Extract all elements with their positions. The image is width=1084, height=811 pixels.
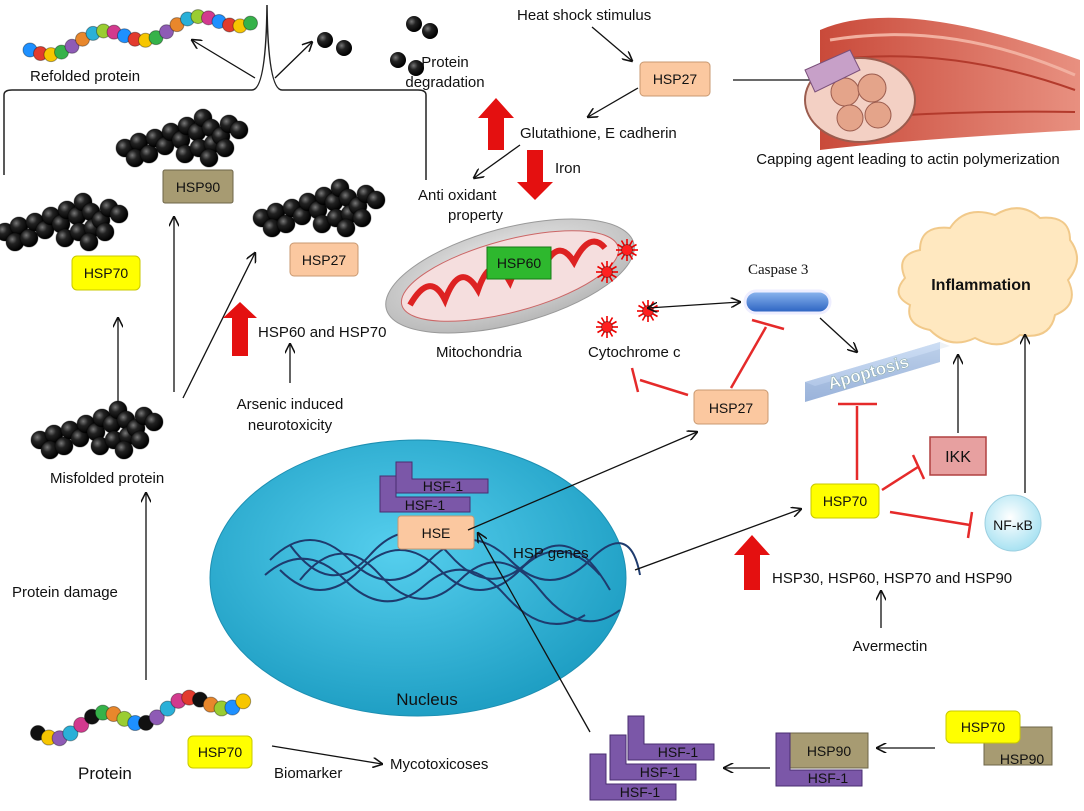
hsp27-mid-box: HSP27 (289, 242, 359, 277)
hsp27-top-box: HSP27 (639, 61, 711, 97)
hsp60-mito-box: HSP60 (497, 255, 542, 271)
caspase-3-capsule (743, 289, 832, 315)
svg-text:HSP70: HSP70 (198, 744, 243, 760)
caspase-label: Caspase 3 (748, 262, 808, 278)
mitochondria-label: Mitochondria (436, 344, 523, 361)
hsp90-hsf1-complex: HSP90 HSF-1 (775, 732, 869, 787)
hsp70-right-box: HSP70 (810, 483, 880, 519)
svg-text:HSP70: HSP70 (961, 719, 1006, 735)
arrow-to-antioxidant (474, 144, 521, 178)
mycotoxicoses-label: Mycotoxicoses (390, 756, 488, 773)
svg-text:HSF-1: HSF-1 (658, 744, 699, 760)
muscle-fiber-illustration (804, 17, 1080, 150)
hsp70-left-box: HSP70 (71, 255, 141, 291)
hsp70-hsp90-complex: HSP90 HSP70 (945, 710, 1053, 767)
inhibit-lines-hsp27 (630, 318, 785, 397)
arrow-to-degradation (274, 42, 312, 79)
hsp90-top-box: HSP90 (162, 169, 234, 204)
svg-text:HSP90: HSP90 (1000, 751, 1045, 767)
hsp70-bottom-box: HSP70 (187, 735, 253, 769)
capping-label: Capping agent leading to actin polymeriz… (756, 151, 1060, 168)
arrow-trimer-to-hse (478, 533, 591, 733)
misfolded-cluster-hsp90 (115, 108, 249, 168)
hsp-genes-label: HSP genes (513, 545, 589, 562)
svg-text:IKK: IKK (945, 449, 971, 466)
protein-degradation-label-2: degradation (405, 74, 484, 91)
biomarker-label: Biomarker (274, 765, 342, 782)
arsenic-label-2: neurotoxicity (248, 417, 333, 434)
outcome-bracket (3, 4, 427, 180)
mitochondria: HSP60 (385, 218, 635, 334)
cytochrome-label: Cytochrome c (588, 344, 681, 361)
svg-text:HSP70: HSP70 (823, 493, 868, 509)
misfolded-cluster-hsp70 (0, 192, 129, 252)
svg-text:HSP27: HSP27 (653, 71, 698, 87)
svg-text:HSP90: HSP90 (176, 179, 221, 195)
apoptosis-slab: Apoptosis (805, 342, 950, 402)
anti-oxidant-label-2: property (448, 207, 504, 224)
heat-shock-label: Heat shock stimulus (517, 7, 651, 24)
up-arrow-degradation (478, 98, 514, 150)
arrow-nucleus-hsp70 (634, 509, 801, 571)
up-arrow-hsp-family (734, 535, 770, 590)
svg-text:HSP27: HSP27 (302, 252, 347, 268)
up-arrow-hsp60-hsp70 (223, 302, 257, 356)
ikk-box: IKK (929, 436, 987, 476)
protein-degradation-label-1: Protein (421, 54, 469, 71)
svg-text:HSF-1: HSF-1 (405, 497, 446, 513)
down-arrow-iron (517, 150, 553, 200)
hsf1-nucleus-stack: HSF-1 HSF-1 HSE (379, 461, 489, 550)
arrow-to-refolded (192, 40, 256, 79)
misfolded-cluster-hsp27 (252, 178, 386, 238)
svg-text:HSP27: HSP27 (709, 400, 754, 416)
hsp60-hsp70-label: HSP60 and HSP70 (258, 324, 386, 341)
anti-oxidant-label-1: Anti oxidant (418, 187, 497, 204)
svg-text:NF-κB: NF-κB (993, 517, 1033, 533)
misfolded-protein-cluster (30, 400, 164, 460)
refolded-protein-chain (22, 9, 258, 63)
arrow-biomarker (271, 745, 382, 764)
svg-text:HSP90: HSP90 (807, 743, 852, 759)
svg-text:Apoptosis: Apoptosis (826, 352, 911, 393)
arrow-caspase-apoptosis (819, 317, 857, 352)
inhibit-lines-hsp70 (838, 402, 974, 539)
hse-box: HSE (422, 525, 451, 541)
refolded-protein-label: Refolded protein (30, 68, 140, 85)
svg-text:HSF-1: HSF-1 (808, 770, 849, 786)
arrow-heat-shock (591, 26, 632, 61)
svg-text:HSF-1: HSF-1 (620, 784, 661, 800)
svg-text:HSF-1: HSF-1 (423, 478, 464, 494)
protein-damage-label: Protein damage (12, 584, 118, 601)
iron-label: Iron (555, 160, 581, 177)
inflammation-label: Inflammation (931, 277, 1031, 294)
misfolded-protein-label: Misfolded protein (50, 470, 164, 487)
avermectin-label: Avermectin (853, 638, 928, 655)
arrow-cytochrome-caspase (648, 302, 740, 308)
svg-text:HSF-1: HSF-1 (640, 764, 681, 780)
hsp27-apoptosis-box: HSP27 (693, 389, 769, 425)
svg-text:HSP70: HSP70 (84, 265, 129, 281)
nfkb-bubble: NF-κB (984, 494, 1042, 552)
hsf1-trimer: HSF-1 HSF-1 HSF-1 (589, 715, 715, 801)
arrow-nucleus-hsp27 (467, 432, 697, 531)
protein-chain (30, 689, 252, 747)
arrow-hsp27-glutathione (588, 87, 639, 117)
inflammation-cloud: Inflammation (897, 207, 1078, 346)
protein-label: Protein (78, 764, 132, 783)
glutathione-label: Glutathione, E cadherin (520, 125, 677, 142)
arrow-misfolded-to-hsp27 (182, 253, 255, 399)
nucleus-label: Nucleus (396, 690, 457, 709)
nucleus (209, 439, 627, 717)
degradation-beads (317, 16, 438, 76)
hsp-family-label: HSP30, HSP60, HSP70 and HSP90 (772, 570, 1012, 587)
arsenic-label-1: Arsenic induced (237, 396, 344, 413)
